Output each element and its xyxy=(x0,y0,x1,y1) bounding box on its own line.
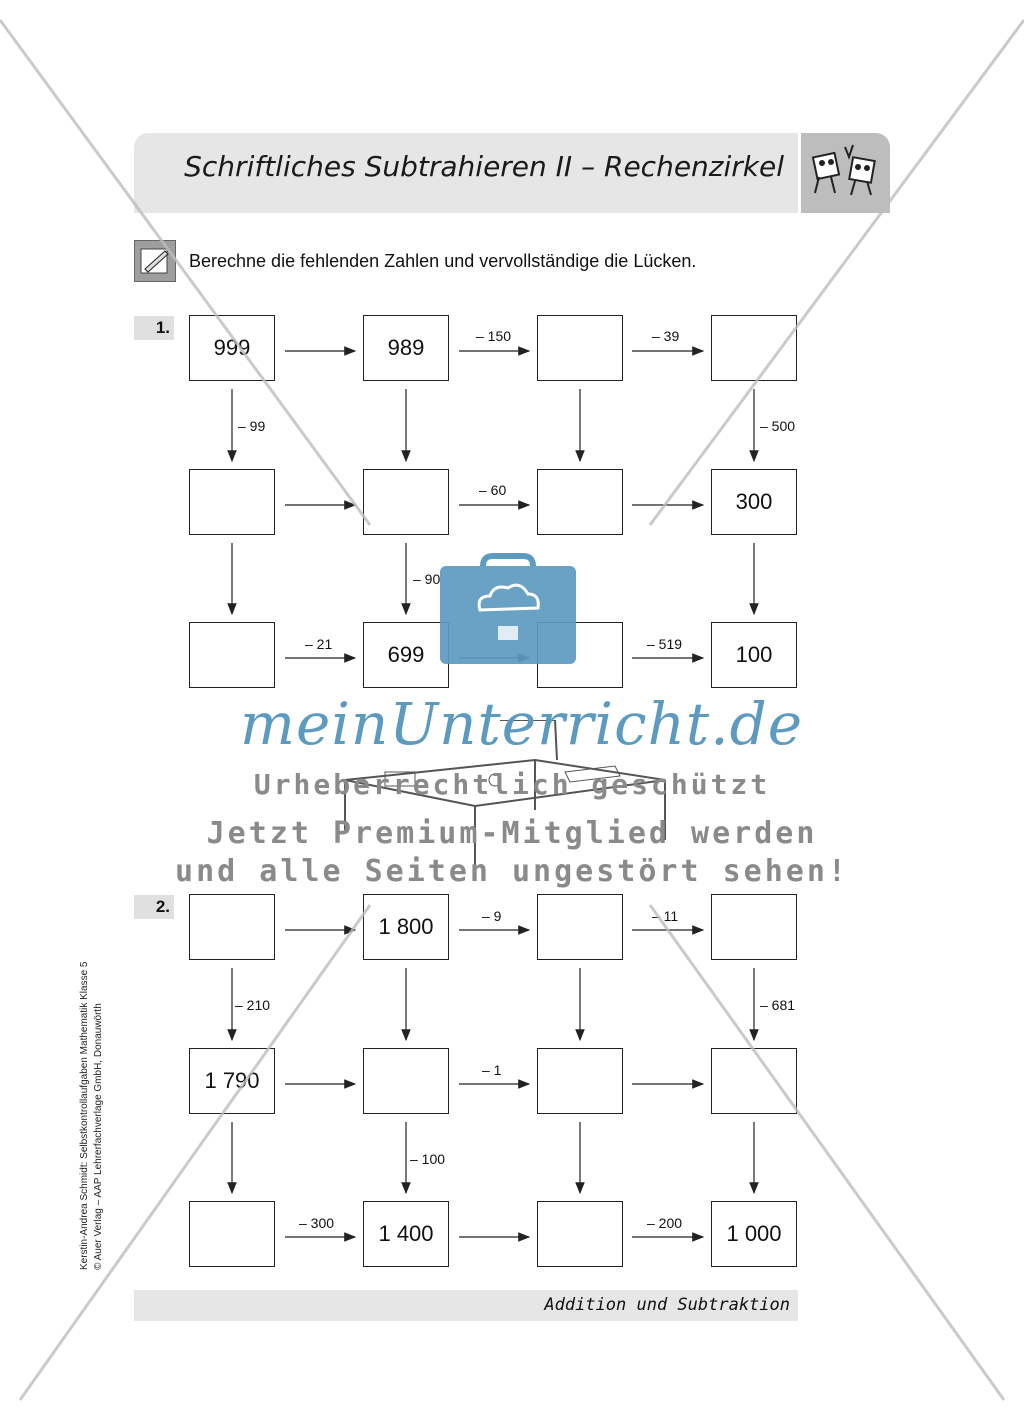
task1-label-r1-a34: – 39 xyxy=(652,328,680,344)
task2-box-r2c2[interactable] xyxy=(363,1048,449,1114)
briefcase-cloud-icon xyxy=(438,552,578,672)
task2-label-c1-down1: – 210 xyxy=(235,997,271,1013)
header-bar xyxy=(134,133,798,213)
task1-label-c2-down2: – 90 xyxy=(413,571,441,587)
page-title: Schriftliches Subtrahieren II – Rechenzi… xyxy=(184,150,784,183)
task2-box-r3c2[interactable]: 1 400 xyxy=(363,1201,449,1267)
task-2-number: 2. xyxy=(134,895,174,919)
footer-section: Addition und Subtraktion xyxy=(544,1295,790,1315)
task1-box-r3c1[interactable] xyxy=(189,622,275,688)
task-1-number: 1. xyxy=(134,316,174,340)
task1-label-r2-a23: – 60 xyxy=(479,482,507,498)
task1-box-r1c3[interactable] xyxy=(537,315,623,381)
task2-label-r3-a12: – 300 xyxy=(299,1215,335,1231)
task2-box-r2c3[interactable] xyxy=(537,1048,623,1114)
task1-label-r1-a23: – 150 xyxy=(476,328,512,344)
task2-label-r1-a34: – 11 xyxy=(652,908,679,924)
task2-box-r3c4[interactable]: 1 000 xyxy=(711,1201,797,1267)
task2-label-r2-a23: – 1 xyxy=(482,1062,502,1078)
task1-label-r3-a12: – 21 xyxy=(305,636,333,652)
instruction-text: Berechne die fehlenden Zahlen und vervol… xyxy=(189,251,697,271)
footer-bar xyxy=(134,1290,798,1321)
watermark-line-1: Urheberrechtlich geschützt xyxy=(253,768,771,801)
task1-box-r2c4[interactable]: 300 xyxy=(711,469,797,535)
task1-label-c1-down1: – 99 xyxy=(238,418,266,434)
task1-label-c4-down1: – 500 xyxy=(760,418,796,434)
task1-box-r3c2[interactable]: 699 xyxy=(363,622,449,688)
task2-box-r1c2[interactable]: 1 800 xyxy=(363,894,449,960)
credit-line-2: © Auer Verlag – AAP Lehrerfachverlage Gm… xyxy=(93,1003,104,1270)
task1-box-r1c1[interactable]: 999 xyxy=(189,315,275,381)
task1-box-r2c1[interactable] xyxy=(189,469,275,535)
task1-box-r3c4[interactable]: 100 xyxy=(711,622,797,688)
task2-label-c2-down2: – 100 xyxy=(410,1151,446,1167)
task2-label-r3-a34: – 200 xyxy=(647,1215,683,1231)
task2-box-r1c1[interactable] xyxy=(189,894,275,960)
watermark-line-2: Jetzt Premium-Mitglied werden xyxy=(206,816,818,851)
task2-box-r3c3[interactable] xyxy=(537,1201,623,1267)
side-credit: Kerstin-Andrea Schmidt: Selbstkontrollau… xyxy=(78,910,106,1271)
task1-box-r1c2[interactable]: 989 xyxy=(363,315,449,381)
task2-box-r1c4[interactable] xyxy=(711,894,797,960)
task2-label-r1-a23: – 9 xyxy=(482,908,502,924)
task1-label-r3-a34: – 519 xyxy=(647,636,683,652)
task2-label-c4-down1: – 681 xyxy=(760,997,796,1013)
task1-box-r2c2[interactable] xyxy=(363,469,449,535)
task1-box-r2c3[interactable] xyxy=(537,469,623,535)
school-desk-icon xyxy=(335,719,675,875)
watermark-line-3: und alle Seiten ungestört sehen! xyxy=(175,854,849,889)
task2-box-r3c1[interactable] xyxy=(189,1201,275,1267)
robot-mascot-icon xyxy=(801,133,890,213)
credit-line-1: Kerstin-Andrea Schmidt: Selbstkontrollau… xyxy=(79,961,90,1271)
watermark-brand: meinUnterricht.de xyxy=(240,690,804,758)
task2-box-r1c3[interactable] xyxy=(537,894,623,960)
